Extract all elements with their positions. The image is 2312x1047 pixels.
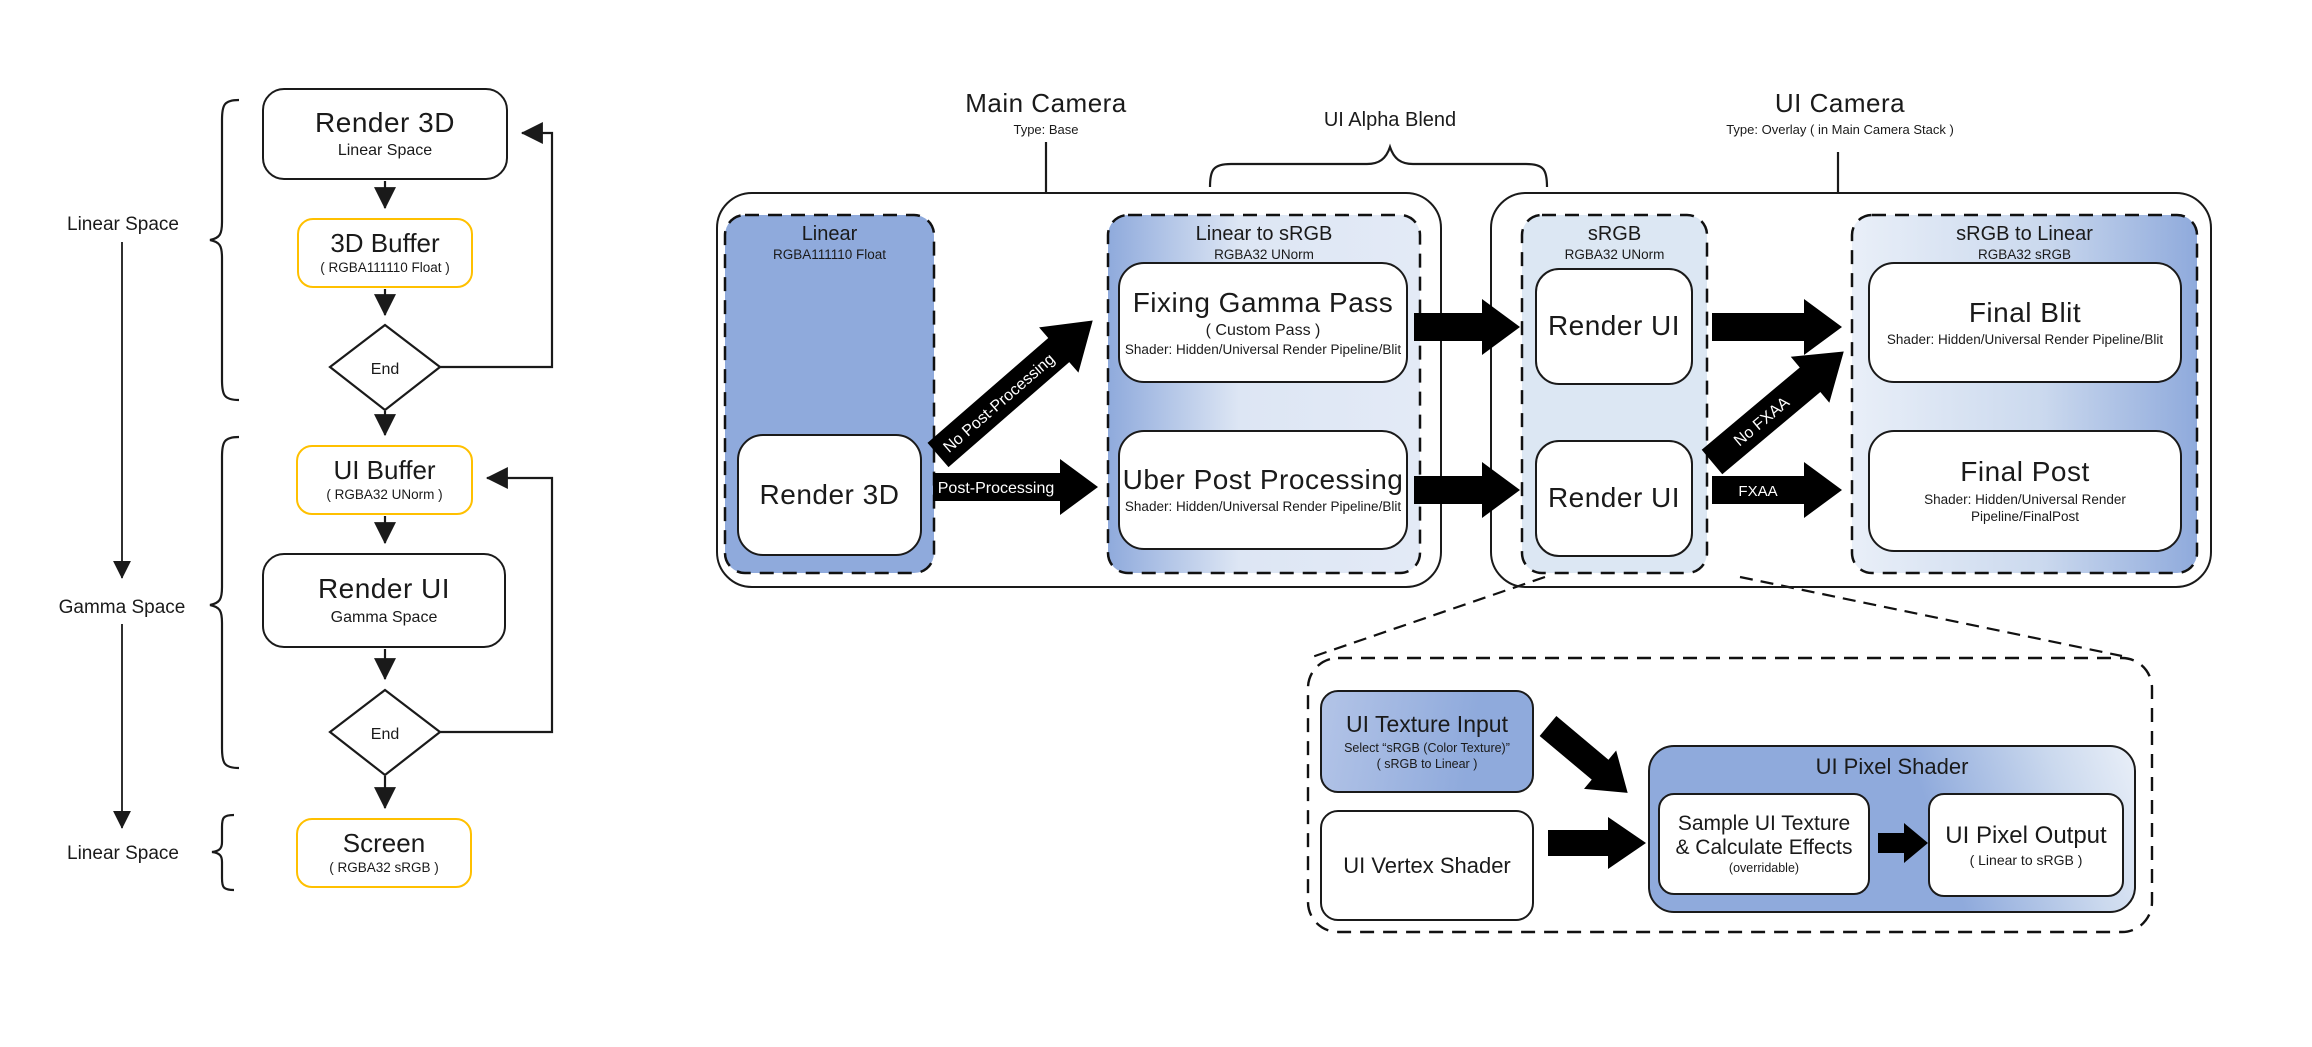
flowchart-screen-box: Screen ( RGBA32 sRGB ) bbox=[296, 818, 472, 888]
ui-pixel-output-box: UI Pixel Output ( Linear to sRGB ) bbox=[1928, 793, 2124, 897]
ui-pixel-output-note: ( Linear to sRGB ) bbox=[1969, 852, 2083, 868]
ui-camera-container bbox=[1490, 192, 2212, 588]
ui-texture-input-title: UI Texture Input bbox=[1346, 710, 1508, 737]
label-linear-space-bottom: Linear Space bbox=[67, 843, 179, 864]
flowchart-render3d-title: Render 3D bbox=[315, 106, 455, 138]
linear-region-title: Linear bbox=[801, 223, 858, 245]
flowchart-ui-buffer-subtitle: ( RGBA32 UNorm ) bbox=[326, 487, 443, 503]
main-camera-subtitle: Type: Base bbox=[1013, 122, 1079, 137]
ui-camera-header: UI Camera Type: Overlay ( in Main Camera… bbox=[1680, 88, 2000, 137]
sample-ui-texture-box: Sample UI Texture & Calculate Effects (o… bbox=[1658, 793, 1870, 895]
label-linear-space-top: Linear Space bbox=[67, 214, 179, 235]
ui-texture-input-note1: Select “sRGB (Color Texture)” bbox=[1344, 740, 1510, 755]
end1-diamond bbox=[328, 323, 442, 412]
linear-to-srgb-title: Linear to sRGB bbox=[1195, 223, 1333, 245]
flowchart-ui-buffer-box: UI Buffer ( RGBA32 UNorm ) bbox=[296, 445, 473, 515]
final-blit-shader: Shader: Hidden/Universal Render Pipeline… bbox=[1886, 331, 2164, 347]
sample-ui-texture-note: (overridable) bbox=[1728, 860, 1800, 875]
flowchart-3d-buffer-box: 3D Buffer ( RGBA111110 Float ) bbox=[297, 218, 473, 288]
main-camera-container bbox=[716, 192, 1442, 588]
fixing-gamma-shader: Shader: Hidden/Universal Render Pipeline… bbox=[1124, 341, 1402, 357]
fixing-gamma-title: Fixing Gamma Pass bbox=[1132, 286, 1394, 318]
detail-zoom-connectors bbox=[1311, 575, 2123, 659]
end2-label: End bbox=[371, 726, 399, 743]
ui-texture-input-box: UI Texture Input Select “sRGB (Color Tex… bbox=[1320, 690, 1534, 793]
ui-camera-title: UI Camera bbox=[1774, 88, 1906, 118]
render-ui-detail-region bbox=[1306, 656, 2154, 934]
render-ui-top-title: Render UI bbox=[1547, 310, 1681, 342]
flowchart-render-ui-title: Render UI bbox=[317, 573, 451, 605]
sample-ui-texture-line1: Sample UI Texture bbox=[1677, 811, 1851, 835]
brace-ui-alpha-blend bbox=[1208, 143, 1549, 188]
flowchart-screen-title: Screen bbox=[342, 828, 426, 859]
render-ui-top-box: Render UI bbox=[1535, 268, 1693, 385]
brace-linear-top bbox=[209, 98, 240, 402]
ui-pixel-shader-title: UI Pixel Shader bbox=[1815, 754, 1969, 779]
srgb-to-linear-subtitle: RGBA32 sRGB bbox=[1977, 247, 2072, 262]
srgb-region-title: sRGB bbox=[1587, 223, 1642, 245]
flowchart-render-ui-subtitle: Gamma Space bbox=[330, 608, 438, 626]
flowchart-ui-buffer-title: UI Buffer bbox=[333, 455, 436, 486]
linear-to-srgb-subtitle: RGBA32 UNorm bbox=[1214, 247, 1314, 262]
srgb-region-label: sRGB RGBA32 UNorm bbox=[1522, 222, 1707, 264]
sample-ui-texture-line2: & Calculate Effects bbox=[1675, 835, 1853, 859]
ui-texture-input-note2: ( sRGB to Linear ) bbox=[1376, 757, 1478, 771]
render3d-pass-title: Render 3D bbox=[759, 478, 900, 510]
end2-diamond bbox=[328, 688, 442, 777]
uber-post-shader: Shader: Hidden/Universal Render Pipeline… bbox=[1124, 499, 1402, 515]
flowchart-connectors bbox=[374, 122, 554, 810]
brace-gamma bbox=[209, 435, 240, 770]
main-camera-title: Main Camera bbox=[965, 88, 1127, 118]
render-ui-bottom-title: Render UI bbox=[1547, 482, 1681, 514]
flowchart-3d-buffer-subtitle: ( RGBA111110 Float ) bbox=[320, 260, 450, 276]
srgb-to-linear-label: sRGB to Linear RGBA32 sRGB bbox=[1852, 222, 2197, 264]
end-diamonds: End End bbox=[328, 323, 442, 777]
srgb-to-linear-title: sRGB to Linear bbox=[1956, 223, 2093, 245]
flowchart-screen-subtitle: ( RGBA32 sRGB ) bbox=[329, 860, 439, 876]
render-ui-bottom-box: Render UI bbox=[1535, 440, 1693, 557]
fixing-gamma-note: ( Custom Pass ) bbox=[1205, 321, 1321, 339]
final-post-shader: Shader: Hidden/Universal Render Pipeline… bbox=[1924, 491, 2126, 525]
ui-alpha-blend-label: UI Alpha Blend bbox=[1323, 109, 1457, 131]
brace-linear-bottom bbox=[211, 813, 235, 892]
linear-region-subtitle: RGBA111110 Float bbox=[772, 247, 887, 262]
flowchart-render3d-box: Render 3D Linear Space bbox=[262, 88, 508, 180]
linear-to-srgb-label: Linear to sRGB RGBA32 UNorm bbox=[1108, 222, 1420, 264]
ui-camera-subtitle: Type: Overlay ( in Main Camera Stack ) bbox=[1726, 122, 1954, 137]
main-camera-header: Main Camera Type: Base bbox=[916, 88, 1176, 137]
final-blit-title: Final Blit bbox=[1968, 296, 2082, 328]
camera-label-stems bbox=[1044, 142, 1840, 192]
label-gamma-space: Gamma Space bbox=[58, 597, 186, 618]
fixing-gamma-pass-box: Fixing Gamma Pass ( Custom Pass ) Shader… bbox=[1118, 262, 1408, 383]
ui-alpha-blend-header: UI Alpha Blend bbox=[1280, 108, 1500, 132]
flowchart-render-ui-box: Render UI Gamma Space bbox=[262, 553, 506, 648]
ui-pixel-output-title: UI Pixel Output bbox=[1945, 822, 2107, 849]
uber-post-title: Uber Post Processing bbox=[1122, 464, 1404, 496]
flowchart-render3d-subtitle: Linear Space bbox=[337, 142, 433, 160]
render3d-pass-box: Render 3D bbox=[737, 434, 922, 556]
loop-end1-to-render3d bbox=[440, 122, 554, 369]
flowchart-3d-buffer-title: 3D Buffer bbox=[330, 228, 440, 259]
loop-end2-to-ui-buffer bbox=[440, 467, 554, 734]
end1-label: End bbox=[371, 361, 399, 378]
uber-post-processing-box: Uber Post Processing Shader: Hidden/Univ… bbox=[1118, 430, 1408, 550]
braces bbox=[209, 98, 1549, 892]
final-blit-box: Final Blit Shader: Hidden/Universal Rend… bbox=[1868, 262, 2182, 383]
ui-vertex-shader-title: UI Vertex Shader bbox=[1343, 852, 1511, 878]
final-post-box: Final Post Shader: Hidden/Universal Rend… bbox=[1868, 430, 2182, 552]
linear-region-label: Linear RGBA111110 Float bbox=[725, 222, 934, 264]
srgb-region-subtitle: RGBA32 UNorm bbox=[1564, 247, 1665, 262]
final-post-title: Final Post bbox=[1960, 456, 2090, 488]
ui-vertex-shader-box: UI Vertex Shader bbox=[1320, 810, 1534, 921]
